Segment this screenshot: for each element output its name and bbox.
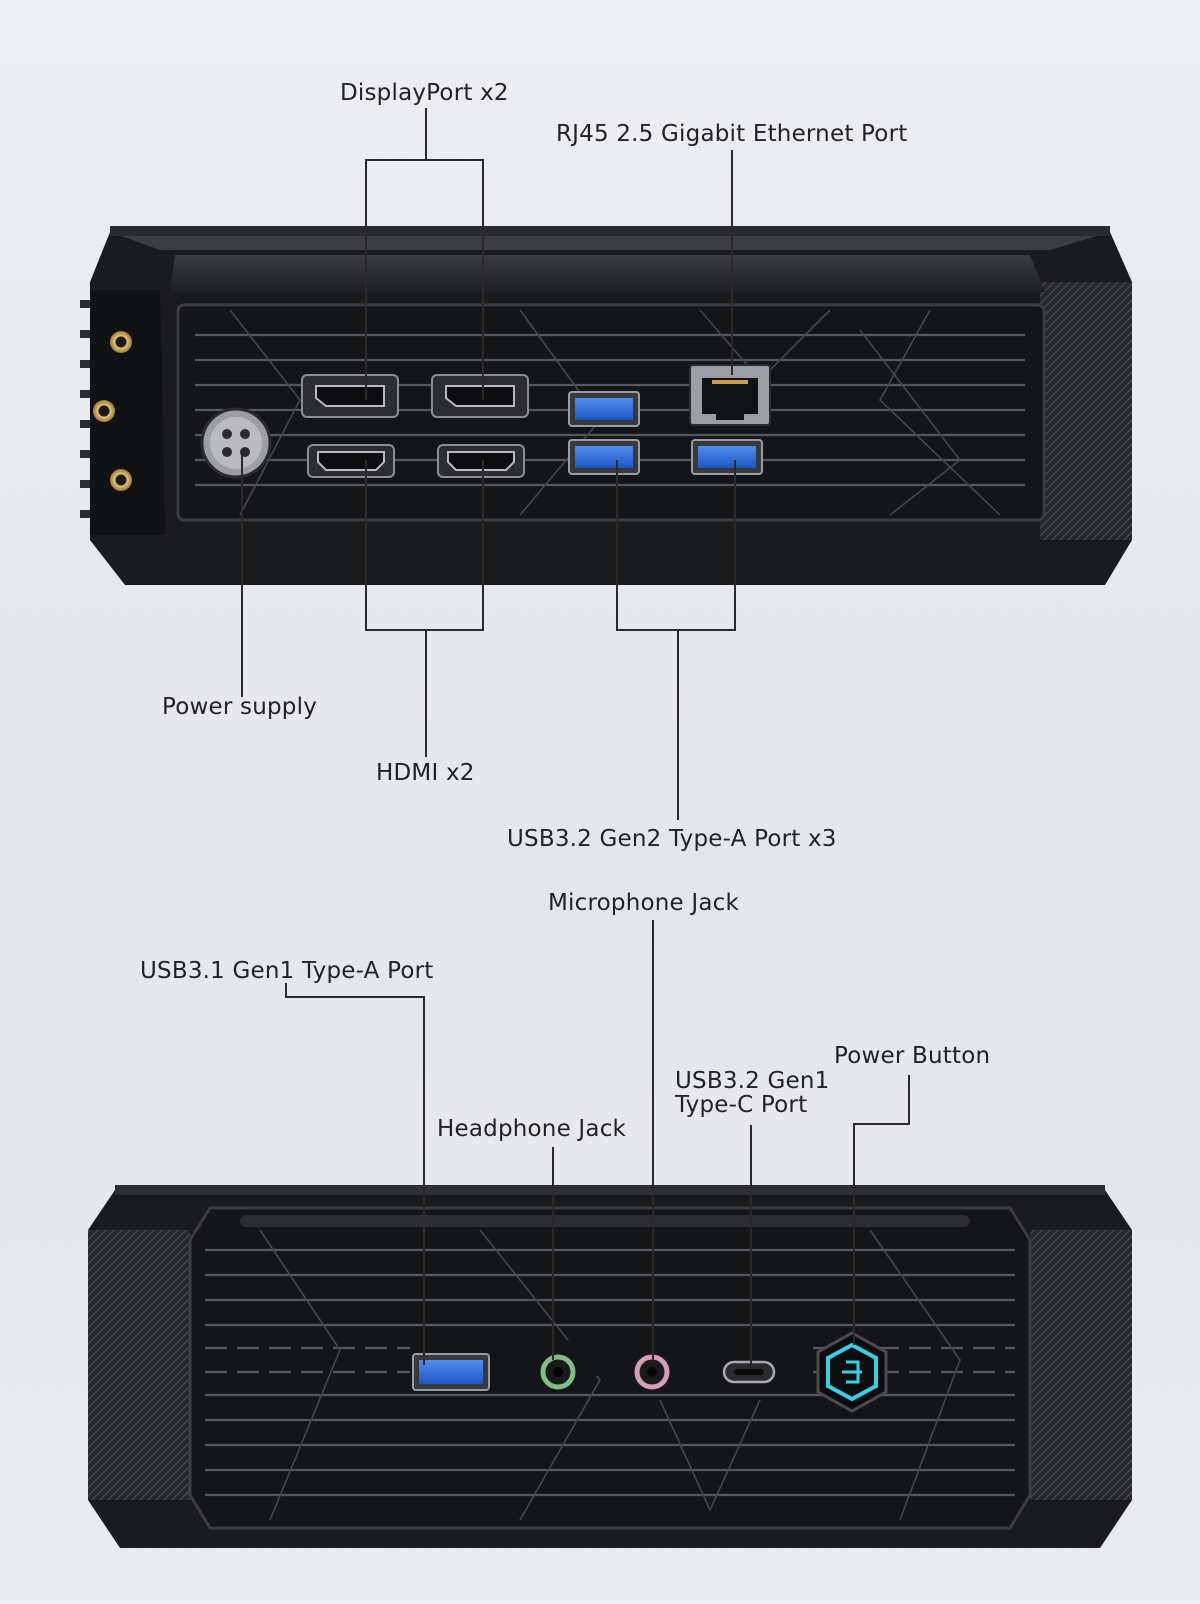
label-usb32-gen2: USB3.2 Gen2 Type-A Port x3 (507, 826, 837, 852)
label-headphone: Headphone Jack (437, 1116, 627, 1142)
label-usb32-gen1-c-line1: USB3.2 Gen1 (675, 1068, 830, 1094)
leader-lines (241, 108, 910, 1365)
usb-c-icon (722, 1360, 776, 1384)
usb-a-icon (412, 1353, 490, 1391)
rear-device (80, 226, 1132, 585)
label-rj45: RJ45 2.5 Gigabit Ethernet Port (556, 121, 908, 147)
label-usb32-gen1-c-line2: Type-C Port (675, 1092, 808, 1118)
label-power-button: Power Button (834, 1043, 991, 1069)
label-power-supply: Power supply (162, 694, 318, 720)
usb-a-icon (568, 391, 763, 475)
label-usb31-gen1: USB3.1 Gen1 Type-A Port (140, 958, 434, 984)
label-microphone: Microphone Jack (548, 890, 740, 916)
label-displayport: DisplayPort x2 (340, 80, 509, 106)
rj45-icon (689, 364, 771, 426)
audio-jack-icon (634, 1354, 670, 1390)
front-device (88, 1185, 1132, 1548)
hdmi-icon (307, 444, 525, 478)
left-end-jacks (93, 331, 132, 491)
power-button-icon[interactable] (816, 1331, 888, 1413)
displayport-icon (301, 374, 529, 418)
label-usb32-gen1-c: USB3.2 Gen1 Type-C Port (675, 1069, 845, 1117)
audio-jack-icon (540, 1354, 576, 1390)
label-hdmi: HDMI x2 (376, 760, 475, 786)
dc-power-jack (200, 407, 272, 479)
